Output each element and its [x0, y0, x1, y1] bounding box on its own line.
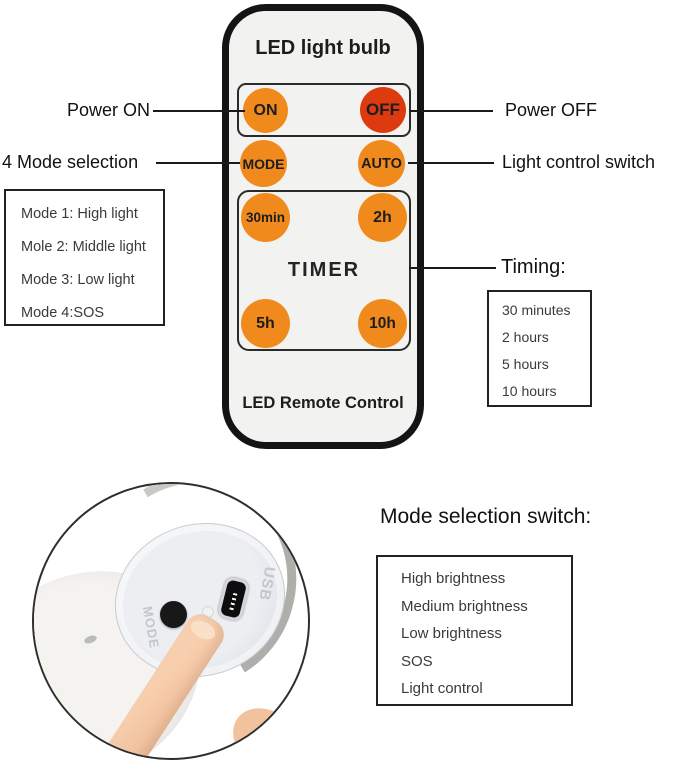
mode-switch-item: Medium brightness [401, 597, 528, 615]
timer-30min-button: 30min [241, 193, 290, 242]
mode-switch-item: SOS [401, 652, 433, 670]
timer-label: TIMER [287, 259, 361, 281]
mode-list-item: Mole 2: Middle light [21, 239, 146, 255]
timing-list-item: 30 minutes [502, 302, 571, 318]
power-on-line [153, 110, 245, 112]
auto-button: AUTO [358, 140, 405, 187]
remote-title: LED light bulb [255, 37, 391, 59]
timing-list-item: 5 hours [502, 356, 549, 372]
mode-button: MODE [240, 140, 287, 187]
timing-list-item: 10 hours [502, 383, 557, 399]
mode-switch-item: Light control [401, 680, 483, 697]
timing-list-box: 30 minutes 2 hours 5 hours 10 hours [487, 290, 592, 407]
bulb-base-photo: MODE USB [32, 482, 310, 760]
remote-footer: LED Remote Control [242, 394, 404, 412]
mode-list-item: Mode 4:SOS [21, 305, 105, 321]
power-on-label: Power ON [66, 100, 150, 120]
on-button: ON [243, 88, 288, 133]
timer-10h-button: 10h [358, 299, 407, 348]
timing-label: Timing: [501, 256, 566, 278]
timing-list-item: 2 hours [502, 329, 549, 345]
power-off-label: Power OFF [505, 100, 598, 120]
mode-selection-label: 4 Mode selection [2, 152, 139, 172]
light-control-line [408, 162, 494, 164]
mode-selection-line [156, 162, 240, 164]
timer-5h-button: 5h [241, 299, 290, 348]
mode-switch-button [160, 601, 187, 628]
mode-list-item: Mode 1: High light [21, 206, 138, 222]
mode-switch-item: High brightness [401, 570, 506, 587]
usb-pins [229, 592, 238, 612]
timer-box [237, 190, 411, 351]
timer-2h-button: 2h [358, 193, 407, 242]
mode-switch-heading: Mode selection switch: [380, 505, 592, 528]
mode-list-item: Mode 3: Low light [21, 272, 135, 288]
light-control-label: Light control switch [502, 152, 656, 172]
power-off-line [410, 110, 493, 112]
timing-line [409, 267, 496, 269]
off-button: OFF [360, 87, 406, 133]
mode-switch-list-box: High brightness Medium brightness Low br… [376, 555, 573, 706]
mode-switch-item: Low brightness [401, 625, 502, 642]
remote-control-body: LED light bulb ON OFF MODE AUTO 30min 2h… [222, 4, 424, 449]
mode-list-box: Mode 1: High light Mole 2: Middle light … [4, 189, 165, 326]
